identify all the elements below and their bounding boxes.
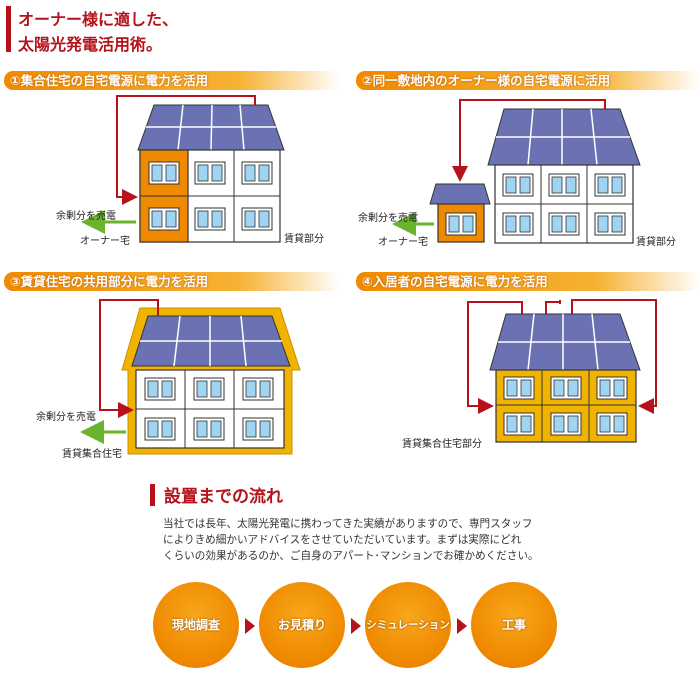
panel3-house-illustration bbox=[80, 299, 301, 455]
header-title-line2: 太陽光発電活用術。 bbox=[18, 35, 163, 54]
flow-description: 当社では長年、太陽光発電に携わってきた実績がありますので、専門スタッフ によりき… bbox=[163, 516, 583, 564]
flow-description-line2: によりきめ細かいアドバイスをさせていただいています。まずは実際にどれ bbox=[163, 534, 522, 546]
panel2-rental-label: 賃貸部分 bbox=[636, 237, 676, 248]
page-header: オーナー様に適した、 太陽光発電活用術。 bbox=[6, 4, 306, 56]
panel1-rental-label: 賃貸部分 bbox=[284, 234, 324, 245]
step-arrow-3 bbox=[457, 618, 467, 634]
flow-accent-bar bbox=[150, 484, 155, 506]
panel1-surplus-label: 余剰分を売電 bbox=[56, 211, 116, 222]
flow-title-text: 設置までの流れ bbox=[164, 487, 283, 507]
panel1-house-illustration bbox=[81, 95, 285, 243]
step-estimate: お見積り bbox=[259, 582, 345, 668]
panel1-owner-label: オーナー宅 bbox=[80, 236, 130, 247]
panel3-surplus-label: 余剰分を売電 bbox=[36, 412, 96, 423]
flow-description-line3: くらいの効果があるのか、ご自身のアパート･マンションでお確かめください。 bbox=[163, 550, 539, 562]
panel2-owner-label: オーナー宅 bbox=[378, 237, 428, 248]
panel2-diagram: 余剰分を売電 オーナー宅 賃貸部分 bbox=[350, 92, 700, 262]
step-arrow-1 bbox=[245, 618, 255, 634]
step-simulation: シミュレーション bbox=[365, 582, 451, 668]
panel4-building-label: 賃貸集合住宅部分 bbox=[402, 439, 482, 450]
panel3-building-label: 賃貸集合住宅 bbox=[62, 449, 122, 460]
panel3-title: ③賃貸住宅の共用部分に電力を活用 bbox=[4, 272, 340, 291]
panel1-title: ①集合住宅の自宅電源に電力を活用 bbox=[4, 71, 340, 90]
panel3-diagram: 余剰分を売電 賃貸集合住宅 bbox=[0, 292, 350, 472]
panel2-surplus-label: 余剰分を売電 bbox=[358, 213, 418, 224]
panel4-house-illustration bbox=[467, 299, 657, 443]
header-accent-bar bbox=[6, 6, 11, 52]
step-construction: 工事 bbox=[471, 582, 557, 668]
flow-description-line1: 当社では長年、太陽光発電に携わってきた実績がありますので、専門スタッフ bbox=[163, 518, 533, 530]
panel2-house-illustration bbox=[392, 99, 641, 244]
step-site-survey: 現地調査 bbox=[153, 582, 239, 668]
panel4-diagram: 賃貸集合住宅部分 bbox=[350, 292, 700, 472]
panel1-diagram: 余剰分を売電 オーナー宅 賃貸部分 bbox=[0, 92, 350, 262]
step-arrow-2 bbox=[351, 618, 361, 634]
panel4-title: ④入居者の自宅電源に電力を活用 bbox=[356, 272, 700, 291]
header-title-line1: オーナー様に適した、 bbox=[18, 10, 179, 29]
panel2-title: ②同一敷地内のオーナー様の自宅電源に活用 bbox=[356, 71, 700, 90]
